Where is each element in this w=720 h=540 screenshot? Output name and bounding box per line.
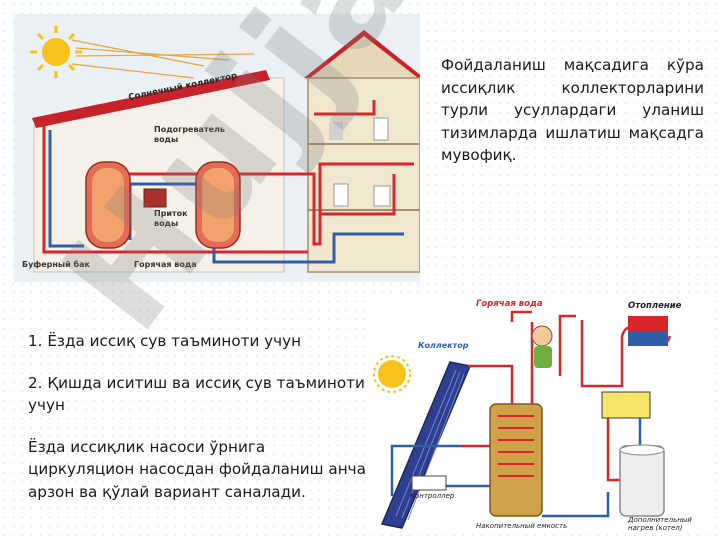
buffer-tank-icon xyxy=(85,161,131,249)
pump-group-icon xyxy=(601,391,651,419)
top-hotwater-label: Горячая вода xyxy=(134,260,197,269)
usage-list: 1. Ёзда иссиқ сув таъминоти учун 2. Қишд… xyxy=(28,330,368,522)
bottom-collector-label: Коллектор xyxy=(418,341,469,350)
top-buffer-label: Буферный бак xyxy=(22,259,91,269)
bottom-extra-heat-label: Дополнительный xyxy=(627,516,692,524)
sun-icon xyxy=(30,26,82,78)
solar-heating-system-diagram: Горячая вода Отопление Коллектор xyxy=(372,296,712,532)
top-inflow-label-2: воды xyxy=(154,219,178,228)
list-note: Ёзда иссиқлик насоси ўрнига циркуляцион … xyxy=(28,437,366,501)
boiler-icon xyxy=(619,444,665,517)
heater-tank-icon xyxy=(195,161,241,249)
bottom-controller-label: Контроллер xyxy=(410,492,455,500)
solar-house-diagram: Солнечный коллектор xyxy=(14,14,424,282)
list-item: 2. Қишда иситиш ва иссиқ сув таъминоти у… xyxy=(28,373,365,415)
valve-icon xyxy=(143,188,167,208)
list-item: 1. Ёзда иссиқ сув таъминоти учун xyxy=(28,332,302,350)
description-text: Фойдаланиш мақсадига кўра иссиқлик колле… xyxy=(441,56,704,164)
house-icon xyxy=(304,30,424,273)
controller-icon xyxy=(411,475,447,491)
bottom-hotwater-label: Горячая вода xyxy=(476,299,543,309)
storage-tank-icon xyxy=(489,403,543,517)
top-heater-label-2: воды xyxy=(154,135,178,144)
bottom-heating-label: Отопление xyxy=(628,301,682,311)
bottom-storage-label: Накопительный емкость xyxy=(476,522,567,530)
top-inflow-label: Приток xyxy=(154,209,188,218)
sun-icon xyxy=(373,355,411,393)
top-heater-label: Подогреватель xyxy=(154,125,225,134)
shower-person-icon xyxy=(531,325,553,368)
bottom-extra-heat-label-2: нагрев (котел) xyxy=(628,524,683,532)
